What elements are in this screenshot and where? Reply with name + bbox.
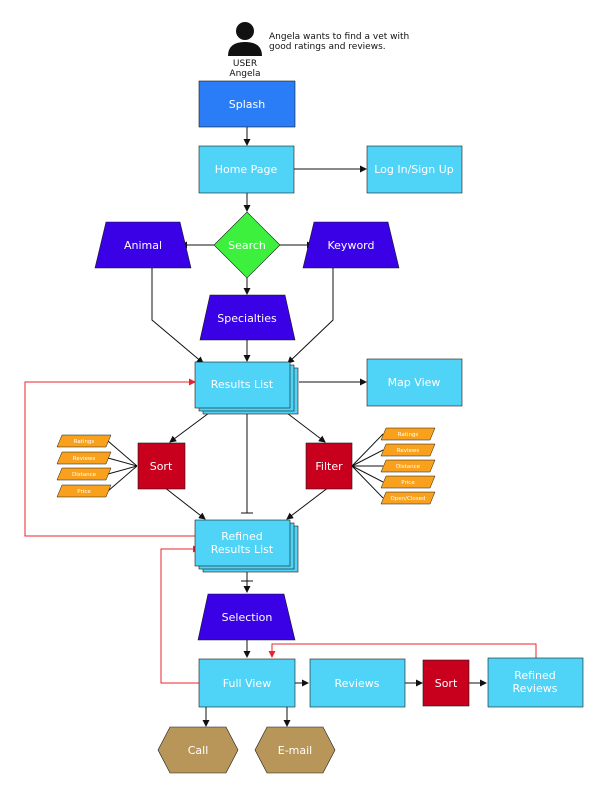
results-list-node: Results List [194,361,299,415]
user-avatar-icon [228,22,262,56]
email-terminal-node: E-mail [254,726,336,774]
sort-option-ratings-label: Ratings [74,439,95,445]
reviews-sort-action-node: Sort [422,659,470,707]
selection-input-node: Selection [197,593,296,641]
keyword-input-node: Keyword [302,221,400,269]
filter-option-price-label: Price [401,480,415,486]
sort-option-ratings: Ratings [56,434,112,448]
reviews-sort-label: Sort [435,677,458,690]
login-signup-node: Log In/Sign Up [366,145,463,194]
refined-reviews-label-line2: Reviews [513,682,558,695]
home-page-label: Home Page [215,163,278,176]
search-label: Search [228,239,266,252]
results-list-label: Results List [211,378,274,391]
call-label: Call [188,744,209,757]
refined-reviews-node: Refined Reviews [487,657,584,708]
refined-results-label-line1: Refined [221,530,263,543]
email-label: E-mail [278,744,313,757]
filter-option-distance-label: Distance [396,464,421,470]
sort-option-price: Price [56,484,112,498]
filter-label: Filter [315,460,343,473]
user-name-label: Angela [229,69,260,79]
specialties-label: Specialties [217,312,277,325]
sort-option-distance: Distance [56,467,112,481]
filter-option-ratings-label: Ratings [398,432,419,438]
filter-option-distance: Distance [380,459,436,473]
user-goal-line1: Angela wants to find a vet with [269,32,409,42]
call-terminal-node: Call [157,726,239,774]
map-view-label: Map View [388,376,441,389]
sort-option-distance-label: Distance [72,472,97,478]
reviews-label: Reviews [335,677,380,690]
sort-option-reviews: Reviews [56,451,112,465]
animal-label: Animal [124,239,162,252]
refined-results-label-line2: Results List [211,543,274,556]
refined-results-list-node: Refined Results List [194,519,299,573]
reviews-node: Reviews [309,658,406,708]
selection-label: Selection [222,611,273,624]
sort-option-reviews-label: Reviews [73,456,96,462]
full-view-node: Full View [198,658,296,708]
filter-option-ratings: Ratings [380,427,436,441]
sort-action-node: Sort [137,442,186,490]
sort-option-price-label: Price [77,489,91,495]
refined-reviews-label-line1: Refined [514,669,556,682]
specialties-input-node: Specialties [199,294,296,341]
full-view-label: Full View [223,677,271,690]
search-decision-node: Search [213,211,281,279]
home-page-node: Home Page [198,145,295,194]
map-view-node: Map View [366,358,463,407]
animal-input-node: Animal [94,221,192,269]
filter-option-reviews: Reviews [380,443,436,457]
splash-label: Splash [229,98,265,111]
sort-label: Sort [150,460,173,473]
splash-screen-node: Splash [198,80,296,128]
filter-option-price: Price [380,475,436,489]
filter-option-reviews-label: Reviews [397,448,420,454]
filter-option-open-closed: Open/Closed [380,491,436,505]
filter-option-open-closed-label: Open/Closed [390,496,425,502]
user-goal-line2: good ratings and reviews. [269,42,386,52]
keyword-label: Keyword [328,239,375,252]
filter-action-node: Filter [305,442,353,490]
user-role-label: USER [233,59,257,69]
login-signup-label: Log In/Sign Up [374,163,454,176]
